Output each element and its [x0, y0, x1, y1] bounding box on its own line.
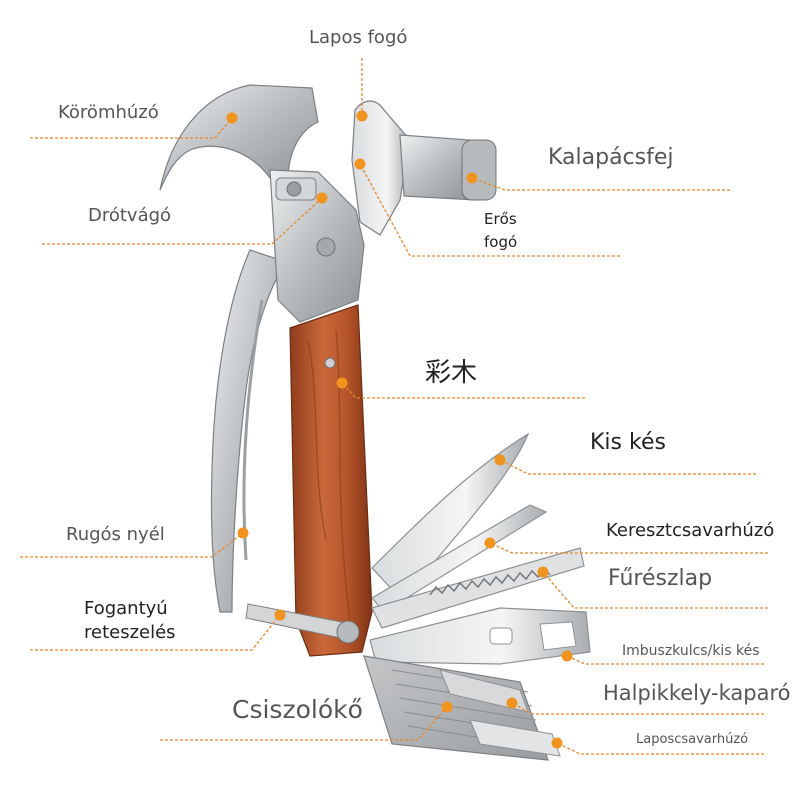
label-csiszoloko: Csiszolókő — [232, 695, 363, 724]
label-lapos-fogo: Lapos fogó — [309, 27, 408, 48]
claw-head — [159, 84, 319, 191]
leader-fogantyu — [30, 614, 281, 651]
label-fogantyu-line2: reteszelés — [84, 622, 176, 643]
leader-rugos-nyel — [20, 532, 244, 558]
label-eros-fogo-line2: fogó — [484, 233, 518, 251]
dot-halpikkely — [506, 697, 518, 709]
dot-drotvago — [316, 192, 328, 204]
label-eros-fogo-line1: Erős — [484, 210, 517, 228]
leader-koromhuzo — [30, 117, 233, 139]
dot-caimu — [336, 377, 348, 389]
hex-slot — [489, 627, 513, 645]
dot-lapos-fogo — [356, 110, 368, 122]
dot-csiszoloko — [441, 701, 453, 713]
leader-caimu — [341, 382, 585, 399]
hammer-face — [461, 139, 497, 201]
label-fureszlap: Fűrészlap — [608, 566, 713, 591]
leader-keresztcsavarhuzo — [489, 542, 768, 554]
leader-drotvago — [42, 197, 323, 245]
dot-rugos-nyel — [237, 527, 249, 539]
label-fogantyu-line1: Fogantyú — [84, 598, 168, 619]
knife-blade — [371, 432, 530, 601]
leader-halpikkely — [511, 702, 764, 715]
dot-koromhuzo — [226, 112, 238, 124]
dot-laposcsavarhuzo — [551, 737, 563, 749]
dot-imbuszkulcs — [561, 650, 573, 662]
label-halpikkely: Halpikkely-kaparó — [603, 681, 791, 705]
label-kis-kes: Kis kés — [590, 430, 666, 455]
label-koromhuzo: Körömhúzó — [58, 102, 159, 123]
label-keresztcsavarhuzo: Keresztcsavarhúzó — [606, 520, 775, 541]
label-imbuszkulcs: Imbuszkulcs/kis kés — [622, 643, 760, 659]
flat-screwdriver — [469, 719, 561, 757]
hex-cutout — [539, 621, 577, 651]
wood-grain — [307, 329, 351, 621]
rivet — [316, 237, 336, 257]
label-laposcsavarhuzo: Laposcsavarhúzó — [636, 732, 749, 747]
dot-keresztcsavarhuzo — [484, 537, 496, 549]
leader-kalapacsfej — [471, 177, 730, 191]
dot-fogantyu — [274, 609, 286, 621]
leader-csiszoloko — [160, 706, 448, 741]
lock-screw — [336, 620, 360, 644]
label-rugos-nyel: Rugós nyél — [66, 524, 165, 545]
leader-fureszlap — [542, 571, 768, 609]
rivet — [286, 181, 302, 197]
spring-wire — [242, 299, 264, 561]
pliers-jaws — [351, 100, 411, 236]
leader-eros-fogo — [359, 163, 620, 257]
dot-fureszlap — [537, 566, 549, 578]
leader-laposcsavarhuzo — [556, 742, 764, 755]
leader-kis-kes — [499, 459, 756, 475]
callout-dots — [226, 110, 573, 749]
leader-imbuszkulcs — [566, 655, 764, 665]
handle-rivet — [324, 357, 336, 369]
dot-kalapacsfej — [466, 172, 478, 184]
label-kalapacsfej: Kalapácsfej — [548, 145, 674, 170]
saw-teeth — [429, 567, 551, 596]
leader-lines — [20, 58, 768, 755]
label-caimu: 彩木 — [425, 358, 478, 388]
spring-handle — [210, 249, 287, 613]
dot-kis-kes — [494, 454, 506, 466]
label-drotvago: Drótvágó — [88, 205, 172, 226]
saw-blade — [371, 547, 585, 629]
dot-eros-fogo — [354, 158, 366, 170]
